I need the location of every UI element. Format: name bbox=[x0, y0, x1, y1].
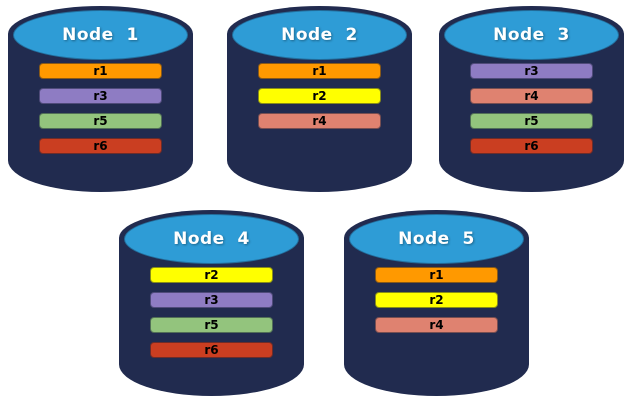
node-3-title: Node 3 bbox=[493, 25, 570, 45]
row-label: r1 bbox=[93, 64, 108, 78]
row-bar-r4: r4 bbox=[258, 113, 381, 129]
row-label: r5 bbox=[204, 318, 219, 332]
row-bar-r6: r6 bbox=[470, 138, 593, 154]
row-label: r3 bbox=[204, 293, 219, 307]
node-5-cylinder: Node 5 r1 r2 r4 bbox=[344, 210, 529, 396]
row-bar-r2: r2 bbox=[375, 292, 498, 308]
node-3-cylinder-top-ellipse: Node 3 bbox=[444, 10, 619, 60]
node-5-cylinder-top-ellipse: Node 5 bbox=[349, 214, 524, 264]
row-label: r3 bbox=[93, 89, 108, 103]
node-4-title: Node 4 bbox=[173, 229, 250, 249]
row-bar-r3: r3 bbox=[39, 88, 162, 104]
row-bar-r3: r3 bbox=[150, 292, 273, 308]
row-bar-r4: r4 bbox=[470, 88, 593, 104]
node-5-title: Node 5 bbox=[398, 229, 475, 249]
row-bar-r1: r1 bbox=[39, 63, 162, 79]
node-1-cylinder: Node 1 r1 r3 r5 r6 bbox=[8, 6, 193, 192]
row-label: r6 bbox=[93, 139, 108, 153]
row-bar-r6: r6 bbox=[39, 138, 162, 154]
row-label: r3 bbox=[524, 64, 539, 78]
row-label: r6 bbox=[524, 139, 539, 153]
node-1-title: Node 1 bbox=[62, 25, 139, 45]
node-5-rows: r1 r2 r4 bbox=[344, 267, 529, 333]
row-bar-r5: r5 bbox=[470, 113, 593, 129]
node-2-title: Node 2 bbox=[281, 25, 358, 45]
node-3-cylinder: Node 3 r3 r4 r5 r6 bbox=[439, 6, 624, 192]
row-label: r5 bbox=[93, 114, 108, 128]
row-label: r4 bbox=[524, 89, 539, 103]
row-bar-r2: r2 bbox=[150, 267, 273, 283]
node-1-rows: r1 r3 r5 r6 bbox=[8, 63, 193, 154]
row-bar-r5: r5 bbox=[150, 317, 273, 333]
node-1-cylinder-top-ellipse: Node 1 bbox=[13, 10, 188, 60]
node-3-rows: r3 r4 r5 r6 bbox=[439, 63, 624, 154]
row-bar-r2: r2 bbox=[258, 88, 381, 104]
row-bar-r1: r1 bbox=[375, 267, 498, 283]
row-label: r1 bbox=[429, 268, 444, 282]
row-label: r4 bbox=[312, 114, 327, 128]
row-label: r6 bbox=[204, 343, 219, 357]
row-bar-r6: r6 bbox=[150, 342, 273, 358]
row-label: r1 bbox=[312, 64, 327, 78]
node-2-cylinder: Node 2 r1 r2 r4 bbox=[227, 6, 412, 192]
row-bar-r3: r3 bbox=[470, 63, 593, 79]
node-4-cylinder-top-ellipse: Node 4 bbox=[124, 214, 299, 264]
row-label: r2 bbox=[312, 89, 327, 103]
node-2-cylinder-top-ellipse: Node 2 bbox=[232, 10, 407, 60]
row-label: r2 bbox=[204, 268, 219, 282]
node-4-cylinder: Node 4 r2 r3 r5 r6 bbox=[119, 210, 304, 396]
row-label: r4 bbox=[429, 318, 444, 332]
row-bar-r4: r4 bbox=[375, 317, 498, 333]
node-4-rows: r2 r3 r5 r6 bbox=[119, 267, 304, 358]
row-bar-r1: r1 bbox=[258, 63, 381, 79]
row-bar-r5: r5 bbox=[39, 113, 162, 129]
node-2-rows: r1 r2 r4 bbox=[227, 63, 412, 129]
row-label: r5 bbox=[524, 114, 539, 128]
row-label: r2 bbox=[429, 293, 444, 307]
